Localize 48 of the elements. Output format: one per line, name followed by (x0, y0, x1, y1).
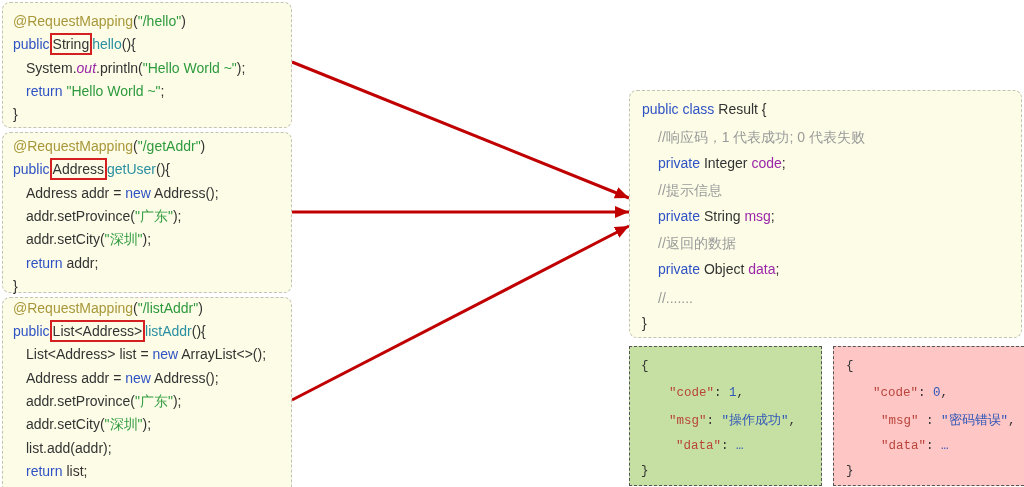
code-line: list.add(addr); (26, 439, 112, 457)
code-line: addr.setCity("深圳"); (26, 415, 152, 433)
code-comment: //提示信息 (658, 181, 722, 199)
json-line: "code": 0, (873, 385, 949, 402)
code-line: public (13, 35, 50, 53)
code-line: private String msg; (658, 207, 775, 225)
code-line: return addr; (26, 254, 99, 272)
code-line: public class Result { (642, 100, 767, 118)
code-comment: //....... (658, 289, 693, 307)
arrow (292, 206, 629, 218)
json-line: } (846, 463, 854, 480)
highlight-box: List<Address> (49, 320, 146, 342)
code-line: List<Address> list = new ArrayList<>(); (26, 345, 267, 363)
json-line: } (641, 463, 649, 480)
code-line: return list; (26, 462, 88, 480)
code-line: hello(){ (92, 35, 136, 53)
json-line: { (641, 358, 649, 375)
json-line: "code": 1, (669, 385, 745, 402)
code-line: System.out.println("Hello World ~"); (26, 59, 246, 77)
code-line: addr.setCity("深圳"); (26, 230, 152, 248)
arrow (291, 224, 630, 402)
code-comment: //返回的数据 (658, 234, 736, 252)
highlight-box: Address (49, 158, 107, 180)
json-line: "msg": "操作成功", (669, 412, 797, 430)
code-line: public (13, 160, 50, 178)
code-line: private Integer code; (658, 154, 786, 172)
code-line: } (642, 314, 647, 332)
code-line: addr.setProvince("广东"); (26, 207, 182, 225)
code-line: getUser(){ (106, 160, 170, 178)
code-line: private Object data; (658, 260, 780, 278)
code-line: } (13, 105, 18, 123)
code-line: Address addr = new Address(); (26, 369, 219, 387)
json-line: "data": … (676, 438, 744, 455)
highlight-box: String (49, 33, 93, 55)
arrow (291, 60, 630, 200)
code-line: @RequestMapping("/getAddr") (13, 137, 206, 155)
code-line: @RequestMapping("/hello") (13, 12, 186, 30)
code-comment: //响应码，1 代表成功; 0 代表失败 (658, 128, 865, 146)
code-line: } (13, 277, 18, 295)
code-line: public (13, 322, 50, 340)
json-line: { (846, 358, 854, 375)
json-line: "msg" : "密码错误", (881, 412, 1016, 430)
json-line: "data": … (881, 438, 949, 455)
code-line: Address addr = new Address(); (26, 184, 219, 202)
code-line: @RequestMapping("/listAddr") (13, 299, 203, 317)
code-line: return "Hello World ~"; (26, 82, 165, 100)
code-line: listAddr(){ (145, 322, 206, 340)
code-line: addr.setProvince("广东"); (26, 392, 182, 410)
